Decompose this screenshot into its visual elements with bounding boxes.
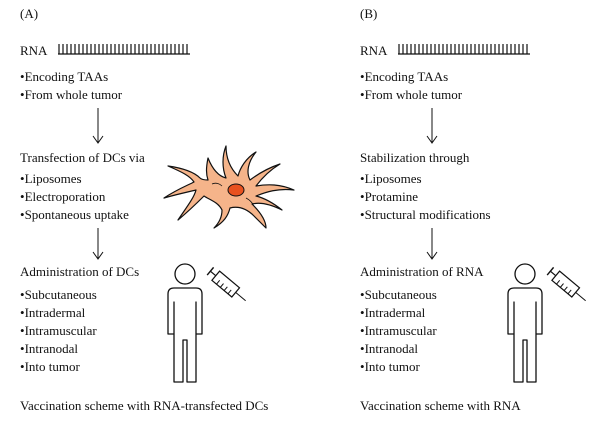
panel-label: (A) — [20, 6, 39, 21]
dendritic-cell-icon — [163, 145, 295, 229]
caption: Vaccination scheme with RNA-transfected … — [20, 398, 269, 413]
list-item: From whole tumor — [20, 86, 123, 104]
list-item: Electroporation — [20, 188, 129, 206]
rna-strand-icon — [58, 44, 190, 55]
list-item: Encoding TAAs — [20, 68, 122, 86]
list-item: Intradermal — [20, 304, 97, 322]
rna-bullets: Encoding TAAs From whole tumor — [360, 68, 463, 104]
rna-bullets: Encoding TAAs From whole tumor — [20, 68, 123, 104]
person-icon — [507, 263, 543, 383]
list-item: Into tumor — [20, 358, 97, 376]
list-item: Encoding TAAs — [360, 68, 462, 86]
caption: Vaccination scheme with RNA — [360, 398, 521, 413]
panel-b: (B) RNA Encoding TAAs From whole tumor S… — [340, 0, 600, 429]
step2-bullets: Liposomes Protamine Structural modificat… — [360, 170, 491, 224]
list-item: Protamine — [360, 188, 491, 206]
list-item: Intramuscular — [360, 322, 437, 340]
step3-bullets: Subcutaneous Intradermal Intramuscular I… — [360, 286, 437, 376]
syringe-icon — [206, 266, 246, 302]
down-arrow-icon — [92, 108, 104, 144]
list-item: From whole tumor — [360, 86, 463, 104]
rna-strand-icon — [398, 44, 530, 55]
step2-title: Stabilization through — [360, 150, 470, 165]
list-item: Spontaneous uptake — [20, 206, 129, 224]
rna-label: RNA — [20, 43, 48, 58]
step2-title: Transfection of DCs via — [20, 150, 145, 165]
step2-bullets: Liposomes Electroporation Spontaneous up… — [20, 170, 129, 224]
list-item: Subcutaneous — [20, 286, 97, 304]
list-item: Structural modifications — [360, 206, 491, 224]
panel-a: (A) RNA Encoding TAAs From whole tumor T… — [0, 0, 300, 429]
down-arrow-icon — [92, 228, 104, 260]
list-item: Liposomes — [360, 170, 491, 188]
list-item: Intradermal — [360, 304, 437, 322]
down-arrow-icon — [426, 228, 438, 260]
list-item: Subcutaneous — [360, 286, 437, 304]
step3-bullets: Subcutaneous Intradermal Intramuscular I… — [20, 286, 97, 376]
list-item: Intramuscular — [20, 322, 97, 340]
rna-label: RNA — [360, 43, 388, 58]
person-icon — [167, 263, 203, 383]
down-arrow-icon — [426, 108, 438, 144]
syringe-icon — [546, 266, 586, 302]
panel-label: (B) — [360, 6, 378, 21]
list-item: Liposomes — [20, 170, 129, 188]
list-item: Intranodal — [360, 340, 437, 358]
step3-title: Administration of DCs — [20, 264, 140, 279]
list-item: Intranodal — [20, 340, 97, 358]
step3-title: Administration of RNA — [360, 264, 484, 279]
list-item: Into tumor — [360, 358, 437, 376]
